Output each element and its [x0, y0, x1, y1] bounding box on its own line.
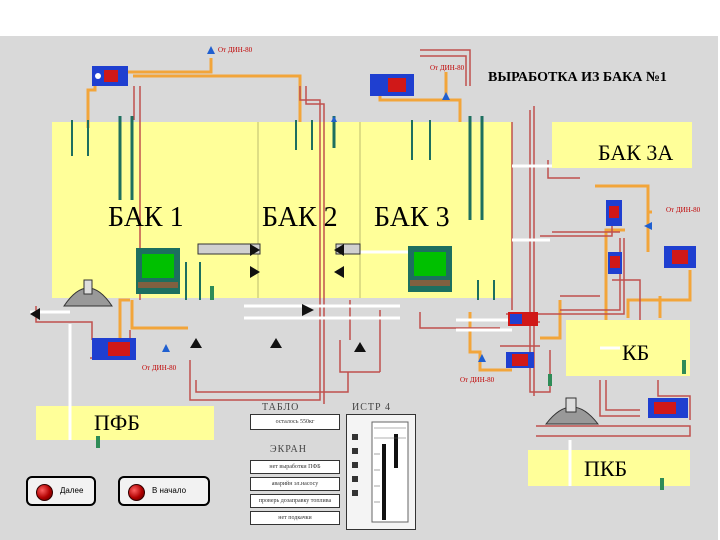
sensor-label-right-upper: От ДИН-80	[666, 206, 701, 214]
fuel-level-indicator	[346, 414, 416, 530]
electro-valve-kb	[648, 398, 688, 418]
label-kb: КБ	[622, 340, 650, 365]
label-bak-3: БАК 3	[374, 202, 450, 233]
tank-kb	[566, 320, 690, 376]
start-button[interactable]: В начало	[118, 476, 210, 506]
label-bak-1: БАК 1	[108, 202, 184, 233]
label-bak-2: БАК 2	[262, 202, 338, 233]
next-button-label: Далее	[60, 486, 84, 495]
page-title: ВЫРАБОТКА ИЗ БАКА №1	[488, 70, 667, 85]
regulator-pkb	[544, 397, 600, 425]
check-valves	[30, 244, 366, 352]
electro-valve-top-left	[92, 66, 128, 86]
label-pkb: ПКБ	[584, 456, 628, 481]
indicator-header: ИСТР 4	[352, 402, 392, 413]
sensor-label-top-right: От ДИН-80	[430, 64, 465, 72]
screen-line-2: аварийн эл.насосу	[250, 477, 340, 491]
screen-line-1: нет выработки ПФБ	[250, 460, 340, 474]
electro-valve-right	[664, 246, 696, 268]
electro-valve-top-right	[370, 74, 414, 96]
label-bak-3a: БАК 3А	[598, 140, 674, 165]
regulator-pfb	[63, 279, 113, 307]
tank-pfb	[36, 406, 214, 440]
start-button-label: В начало	[152, 486, 187, 495]
electro-valve-pfb	[92, 338, 136, 360]
next-button[interactable]: Далее	[26, 476, 96, 506]
label-pfb: ПФБ	[94, 410, 140, 435]
screen-line-4: нет подкачки	[250, 511, 340, 525]
pump-bak-3	[408, 246, 452, 292]
tablo-header: ТАБЛО	[262, 402, 300, 413]
red-led-icon	[128, 484, 145, 501]
pump-bak-1	[136, 248, 180, 294]
screen-line-3: проверь дозаправку топлива	[250, 494, 340, 508]
sensor-label-bottom-left: От ДИН-80	[142, 364, 177, 372]
tablo-value: осталось 550кг	[250, 414, 340, 430]
electro-valve-center	[506, 200, 622, 368]
tank-bak-3a	[552, 122, 692, 168]
red-led-icon	[36, 484, 53, 501]
sensor-label-top-left: От ДИН-80	[218, 46, 253, 54]
screen-header: ЭКРАН	[270, 444, 307, 455]
sensor-label-bottom-center: От ДИН-80	[460, 376, 495, 384]
